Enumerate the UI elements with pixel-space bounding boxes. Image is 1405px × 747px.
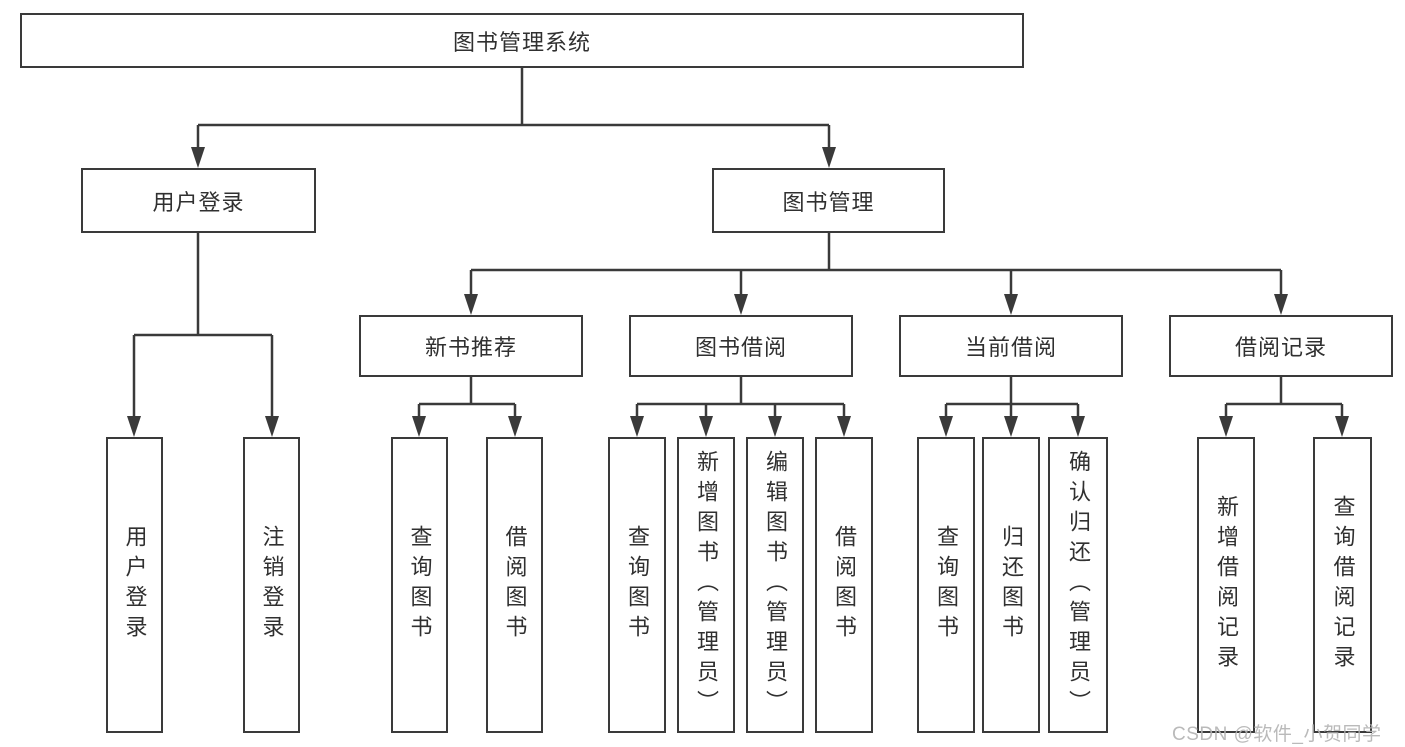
leaf-current-confirm-return-label: 确认归还（管理员） — [1066, 450, 1091, 720]
leaf-borrow-query-book-label: 查询图书 — [625, 525, 650, 645]
leaf-records-add-record: 新增借阅记录 — [1197, 437, 1255, 733]
node-borrow-records-label: 借阅记录 — [1234, 335, 1327, 360]
leaf-user-login: 用户登录 — [106, 437, 163, 733]
node-user-login: 用户登录 — [81, 168, 316, 233]
leaf-borrow-borrow-book-label: 借阅图书 — [832, 525, 857, 645]
leaf-logout: 注销登录 — [243, 437, 300, 733]
leaf-current-return-book-label: 归还图书 — [999, 525, 1024, 645]
leaf-records-query-record: 查询借阅记录 — [1313, 437, 1372, 733]
leaf-records-add-record-label: 新增借阅记录 — [1214, 495, 1239, 675]
node-book-management: 图书管理 — [712, 168, 945, 233]
leaf-borrow-add-book-label: 新增图书（管理员） — [694, 450, 719, 720]
leaf-current-query-book-label: 查询图书 — [934, 525, 959, 645]
node-new-book-recommend-label: 新书推荐 — [424, 335, 517, 360]
node-current-borrow: 当前借阅 — [899, 315, 1123, 377]
node-current-borrow-label: 当前借阅 — [964, 335, 1057, 360]
node-book-borrow: 图书借阅 — [629, 315, 853, 377]
leaf-borrow-edit-book: 编辑图书（管理员） — [746, 437, 804, 733]
node-book-borrow-label: 图书借阅 — [694, 335, 787, 360]
leaf-recommend-borrow-book-label: 借阅图书 — [502, 525, 528, 645]
leaf-user-login-label: 用户登录 — [122, 525, 148, 645]
leaf-borrow-borrow-book: 借阅图书 — [815, 437, 873, 733]
node-root: 图书管理系统 — [20, 13, 1024, 68]
leaf-logout-label: 注销登录 — [259, 525, 285, 645]
leaf-borrow-add-book: 新增图书（管理员） — [677, 437, 735, 733]
leaf-current-return-book: 归还图书 — [982, 437, 1040, 733]
leaf-records-query-record-label: 查询借阅记录 — [1330, 495, 1356, 675]
node-root-label: 图书管理系统 — [452, 29, 591, 55]
node-borrow-records: 借阅记录 — [1169, 315, 1393, 377]
watermark: CSDN @软件_小贺同学 — [1172, 724, 1382, 745]
leaf-current-confirm-return: 确认归还（管理员） — [1048, 437, 1108, 733]
node-new-book-recommend: 新书推荐 — [359, 315, 583, 377]
leaf-current-query-book: 查询图书 — [917, 437, 975, 733]
leaf-recommend-query-book: 查询图书 — [391, 437, 448, 733]
leaf-borrow-edit-book-label: 编辑图书（管理员） — [763, 450, 788, 720]
node-user-login-label: 用户登录 — [152, 189, 245, 215]
leaf-recommend-borrow-book: 借阅图书 — [486, 437, 543, 733]
node-book-management-label: 图书管理 — [782, 189, 875, 215]
leaf-recommend-query-book-label: 查询图书 — [407, 525, 433, 645]
leaf-borrow-query-book: 查询图书 — [608, 437, 666, 733]
